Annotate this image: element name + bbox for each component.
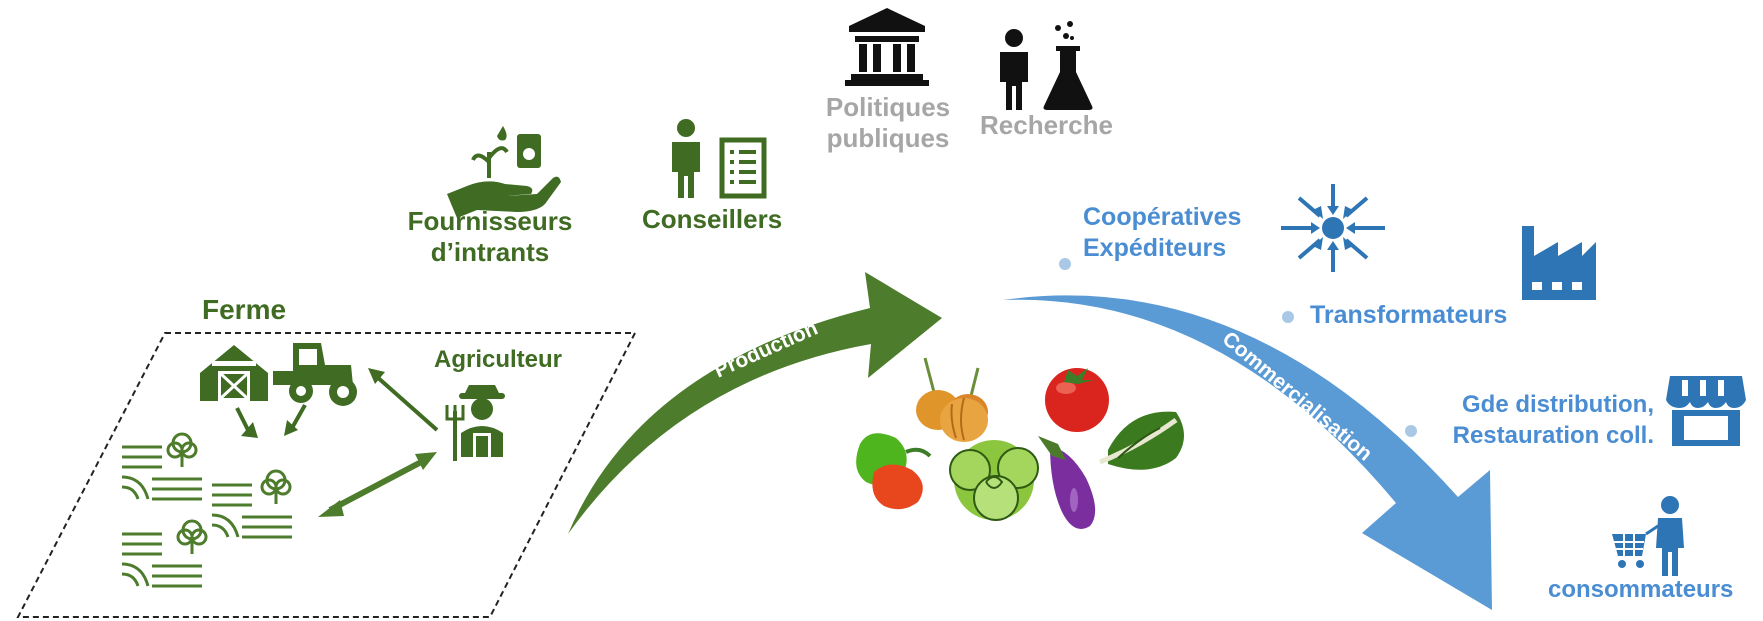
suppliers-label-line1: Fournisseurs [407,206,573,236]
tractor-icon [273,343,357,406]
tomato-icon [1045,368,1109,432]
distribution-label: Gde distribution, Restauration coll. [1428,389,1654,451]
eggplant-icon [1038,436,1096,529]
store-icon [1666,376,1746,446]
factory-icon [1522,226,1596,300]
researcher-flask-icon [1000,21,1093,110]
suppliers-label-line2: d’intrants [430,237,550,268]
commercialisation-arrow: Commercialisation [1003,295,1492,610]
farmer-field-arrow [318,452,437,517]
cooperatives-label-line1: Coopératives [1083,203,1242,231]
institution-building-icon [845,8,929,86]
farm-boundary [16,332,637,618]
cooperatives-label: Coopératives Expéditeurs [1083,202,1241,265]
onion-icon [916,357,988,442]
pepper-icon [856,433,932,510]
chard-icon [1099,411,1184,470]
bullet-distribution [1405,425,1417,437]
distribution-label-line2: Restauration coll. [1452,422,1654,450]
distribution-label-line1: Gde distribution, [1462,391,1654,418]
farmer-pitchfork-icon [445,385,505,461]
lettuce-icon [949,440,1039,521]
cooperatives-label-line2: Expéditeurs [1083,234,1227,263]
commercialisation-arrow-label: Commercialisation [1218,327,1377,465]
policies-label-line1: Politiques [825,92,951,122]
person-checklist-icon [672,119,767,199]
hand-plant-icon [447,126,561,218]
farmer-label: Agriculteur [434,346,563,373]
bullet-processors [1282,311,1294,323]
suppliers-label: Fournisseurs d’intrants [397,206,583,268]
consumers-label: consommateurs [1548,576,1734,603]
processors-label: Transformateurs [1310,301,1508,329]
policies-label-line2: publiques [826,123,950,154]
research-label: Recherche [980,110,1113,140]
farm-flow-arrows [235,368,439,438]
field-tree-icon [120,432,294,588]
converging-arrows-icon [1281,184,1385,272]
advisors-label: Conseillers [642,204,783,234]
policies-label: Politiques publiques [808,92,968,154]
bullet-cooperatives [1059,258,1071,270]
farm-label: Ferme [202,294,287,325]
barn-icon [200,345,268,401]
shopper-cart-icon [1612,496,1684,576]
